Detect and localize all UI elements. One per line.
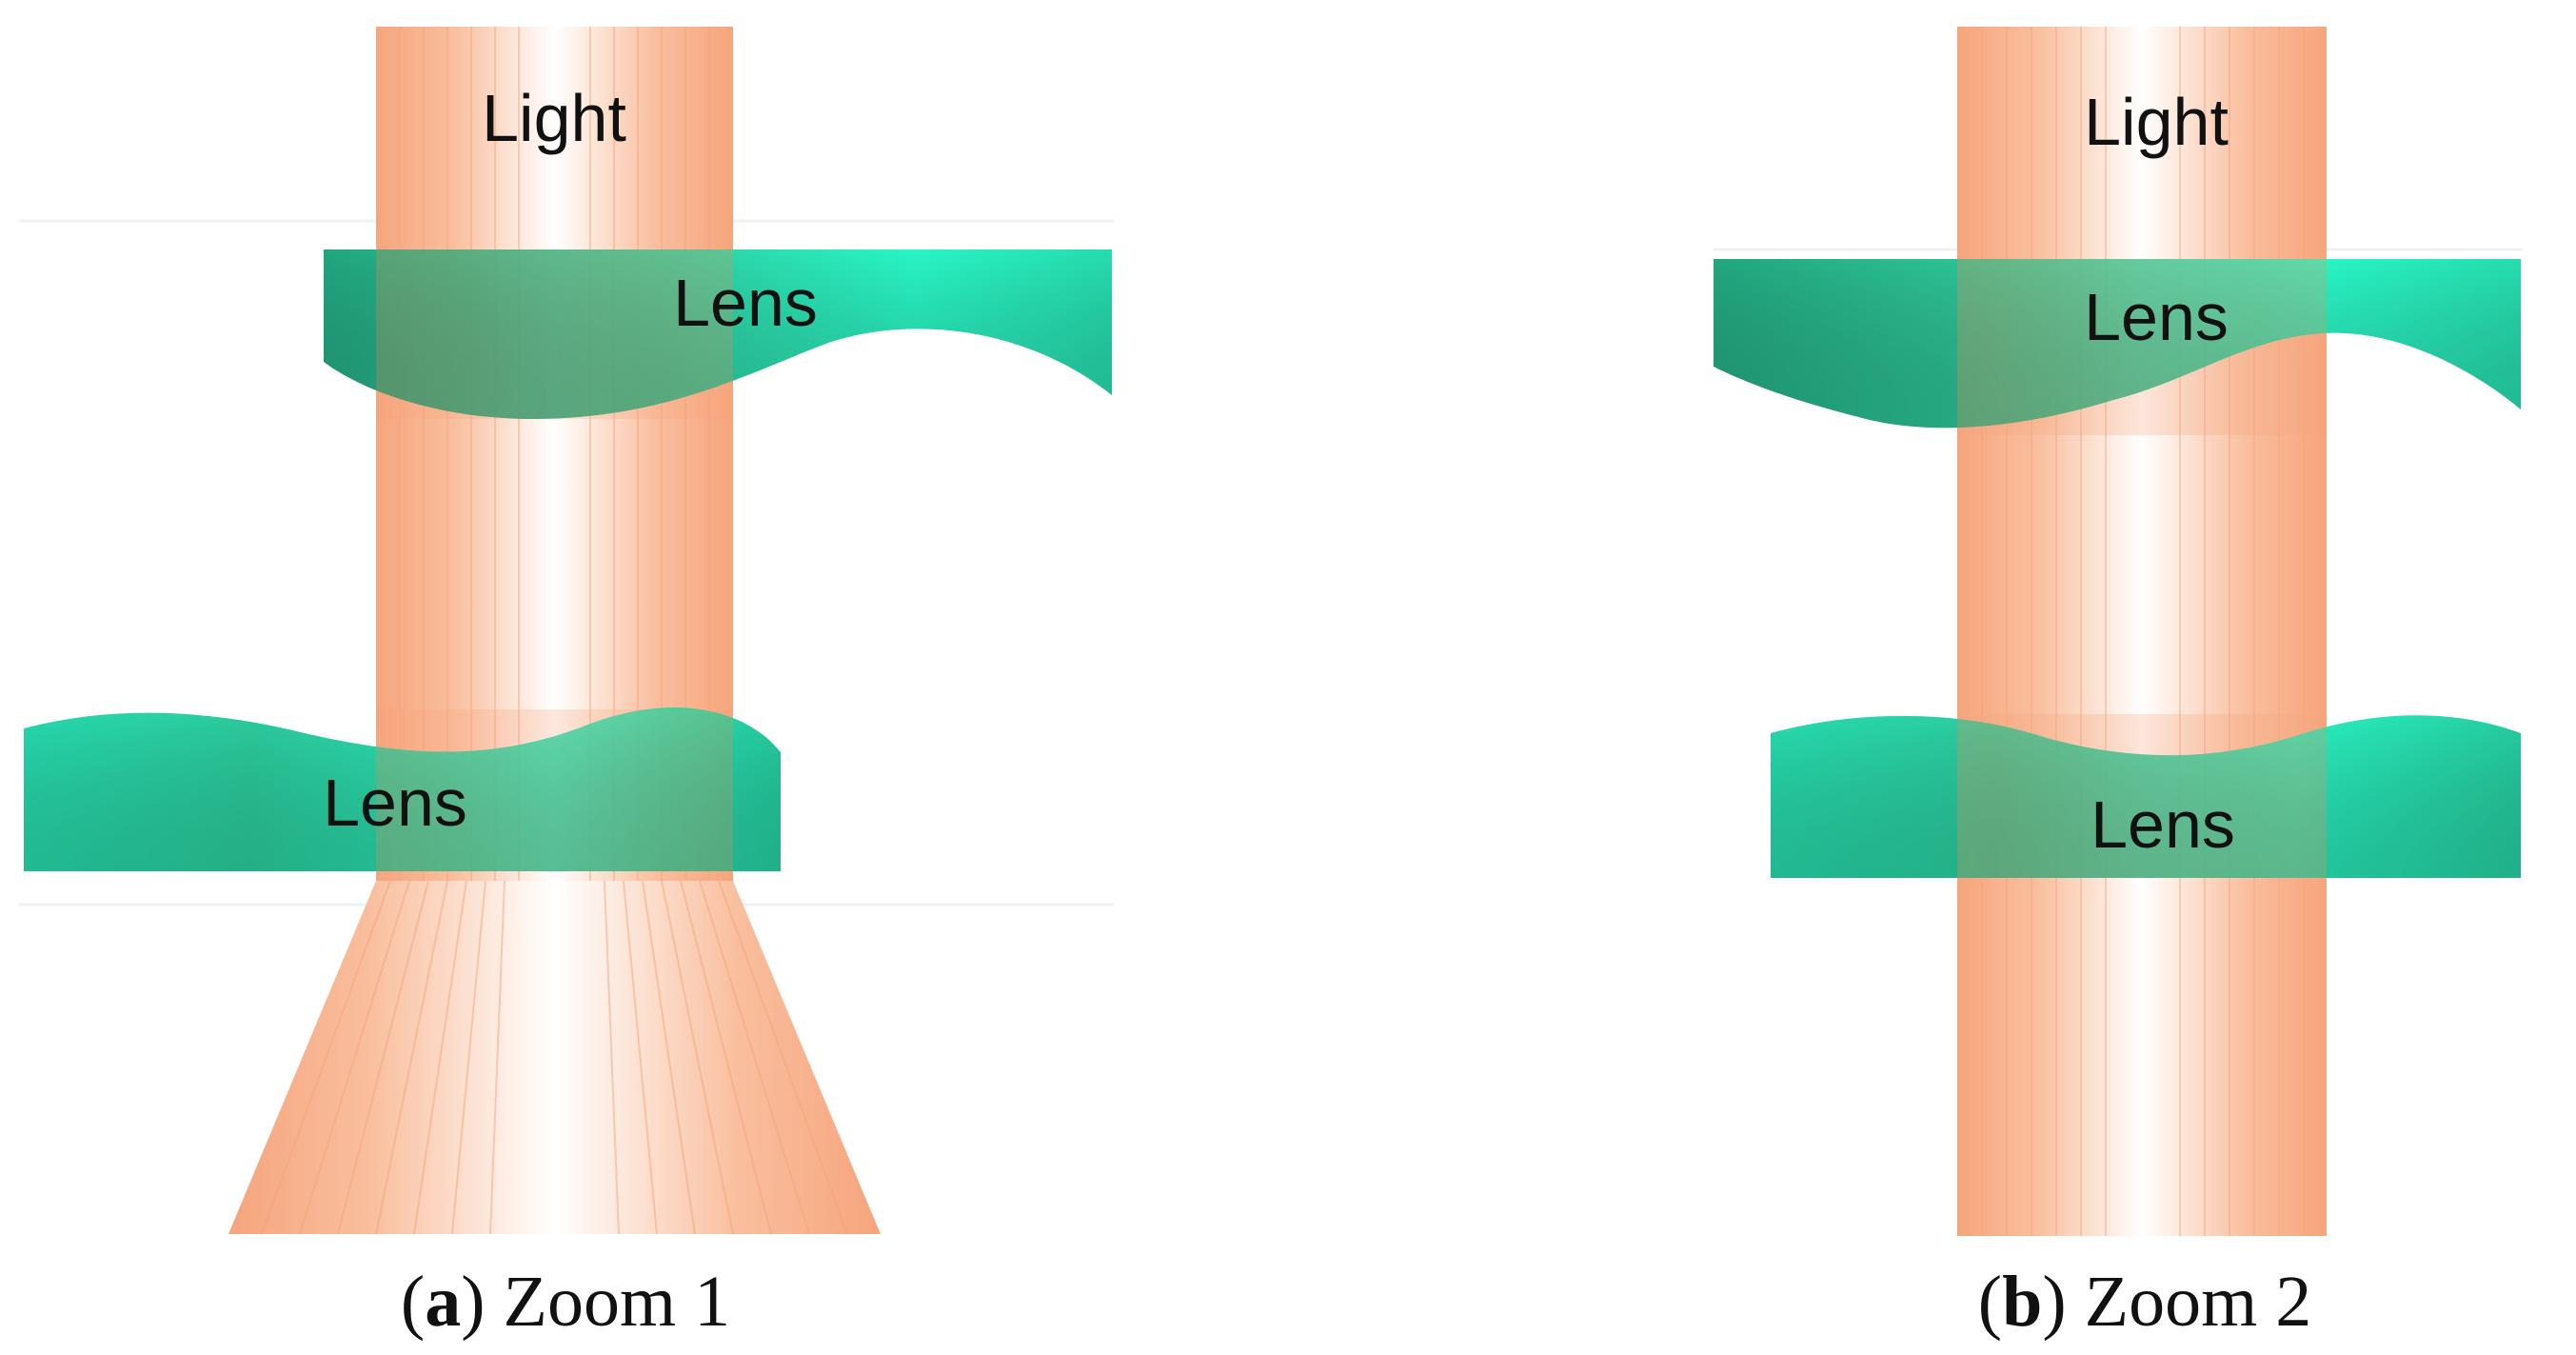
caption: (a) Zoom 1	[401, 1262, 730, 1342]
diverging-beam	[228, 881, 881, 1234]
beam-overlay	[376, 709, 733, 871]
bottom-lens	[1771, 715, 2521, 878]
panel-a: Light Lens Lens (a) Zoom 1	[19, 27, 1114, 1342]
light-beam	[1957, 27, 2327, 1236]
top-lens-label: Lens	[2084, 280, 2229, 354]
diverging-streaks	[261, 880, 848, 1235]
light-label: Light	[482, 81, 626, 155]
bottom-lens-label: Lens	[2091, 787, 2235, 862]
caption-letter: b	[2002, 1262, 2042, 1342]
beam-overlay	[376, 249, 733, 419]
caption: (b) Zoom 2	[1978, 1262, 2311, 1342]
top-lens	[324, 249, 1112, 419]
bottom-lens	[24, 707, 781, 871]
caption-rest: ) Zoom 1	[461, 1262, 730, 1342]
beam-streaks	[1981, 27, 2305, 1236]
top-lens-label: Lens	[673, 266, 818, 340]
bottom-lens-label: Lens	[323, 766, 467, 840]
panel-b: Light Lens Lens (b) Zoom 2	[1714, 27, 2523, 1342]
caption-open: (	[1978, 1262, 2002, 1342]
caption-rest: ) Zoom 2	[2042, 1262, 2311, 1342]
beam-overlay	[1957, 714, 2327, 878]
caption-letter: a	[425, 1262, 461, 1342]
light-label: Light	[2084, 85, 2229, 159]
caption-open: (	[401, 1262, 425, 1342]
beam-overlay	[1957, 259, 2327, 435]
top-lens	[1714, 259, 2521, 428]
